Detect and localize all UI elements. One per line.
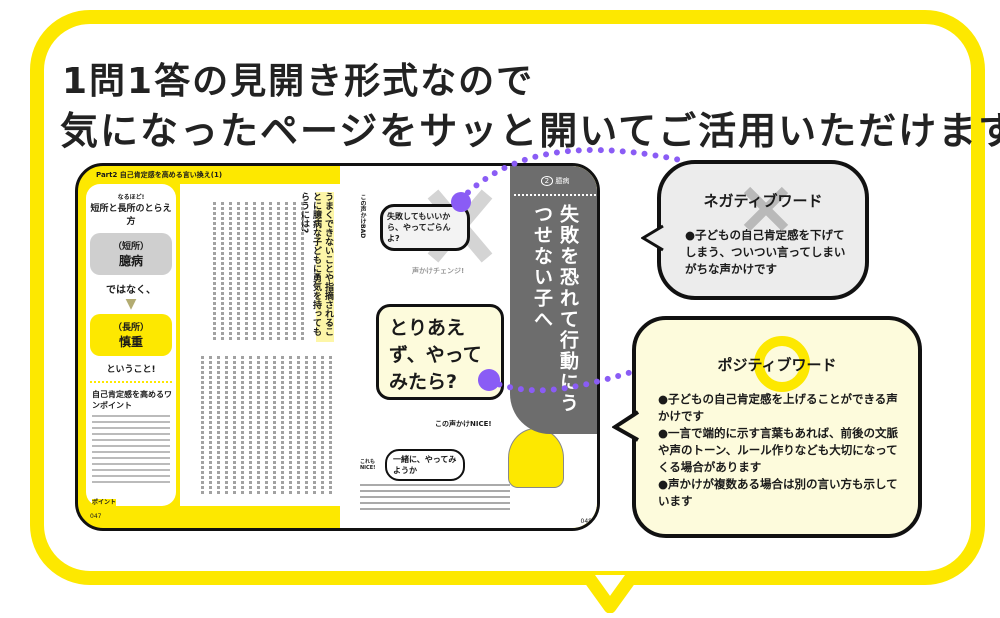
section-number: 2 [540,176,554,186]
book-header: Part2 自己肯定感を高める言い換え(1) [96,171,223,179]
headline-line-2: 気になったページをサッと開いてご活用いただけます [60,109,1000,153]
bad-tag: この声かけBAD [359,194,366,239]
x-mark-icon [743,186,789,232]
short-label: （短所） [112,242,149,252]
not-text: ではなく、 [106,285,156,296]
negative-text: ●子どもの自己肯定感を下げてしまう、ついつい言ってしまいがちな声かけです [685,228,846,276]
callout-pointer [641,224,664,252]
long-word: 慎重 [118,335,143,349]
alt-tag: これもNICE! [360,459,376,471]
alt-body [360,484,510,510]
negative-word-callout: ネガティブワード ●子どもの自己肯定感を下げてしまう、ついつい言ってしまいがちな… [641,160,869,300]
main-text-column: うまくできないことや指摘されることに臆病な子どもに勇気を持ってもらうには? [180,184,340,506]
frame-tail [585,575,635,613]
nice-tag: この声かけNICE! [435,420,492,428]
book-spread: Part2 自己肯定感を高める言い換え(1) なるほど! 短所と長所のとらえ方 … [75,163,600,531]
section-label: 臆病 [555,177,570,185]
tip-title: 自己肯定感を高めるワンポイント [92,390,172,410]
arrow-down-icon: ▼ [125,296,137,312]
wizard-illustration [508,428,564,488]
positive-item: ●声かけが複数ある場合は別の言い方も示しています [658,477,898,508]
callout-pointer [612,410,640,442]
topic: 短所と長所のとらえ方 [90,204,172,227]
main-heading: うまくできないことや指摘されることに臆病な子どもに勇気を持ってもらうには? [298,192,334,342]
alt-phrase: 一緒に、やってみようか [385,449,465,481]
yellow-speech-frame [30,10,985,585]
positive-item: ●一言で端的に示す言葉もあれば、前後の文脈や声のトーン、ルール作りなども大切にな… [658,426,899,474]
page-number-left: 047 [90,513,102,520]
circle-mark-icon [754,336,810,392]
chapter-panel: 2 臆病 失敗を恐れて行動にうつせない子へ [510,166,597,434]
tip-body [92,415,170,485]
positive-item: ●子どもの自己肯定感を上げることができる声かけです [658,392,898,423]
good-phrase: とりあえず、やってみたら? [376,304,504,400]
positive-title: ポジティブワード [717,356,837,374]
long-label: （長所） [112,323,149,333]
change-label: 声かけチェンジ! [412,267,465,275]
short-word: 臆病 [118,254,143,268]
tag: なるほど! [117,194,145,201]
chapter-title: 失敗を恐れて行動にうつせない子へ [531,204,579,414]
headline-line-1: 1問1答の見開き形式なので [62,61,535,102]
left-sidebar: なるほど! 短所と長所のとらえ方 （短所） 臆病 ではなく、 ▼ （長所） 慎重 と… [86,184,176,520]
conclusion: ということ! [106,365,156,375]
page-number-right: 048 [580,518,592,525]
bad-phrase: 失敗してもいいから、やってごらんよ? [380,204,470,251]
point-label: ポイント [92,499,117,506]
positive-word-callout: ポジティブワード ●子どもの自己肯定感を上げることができる声かけです ●一言で端… [612,316,922,538]
negative-title: ネガティブワード [703,192,823,210]
